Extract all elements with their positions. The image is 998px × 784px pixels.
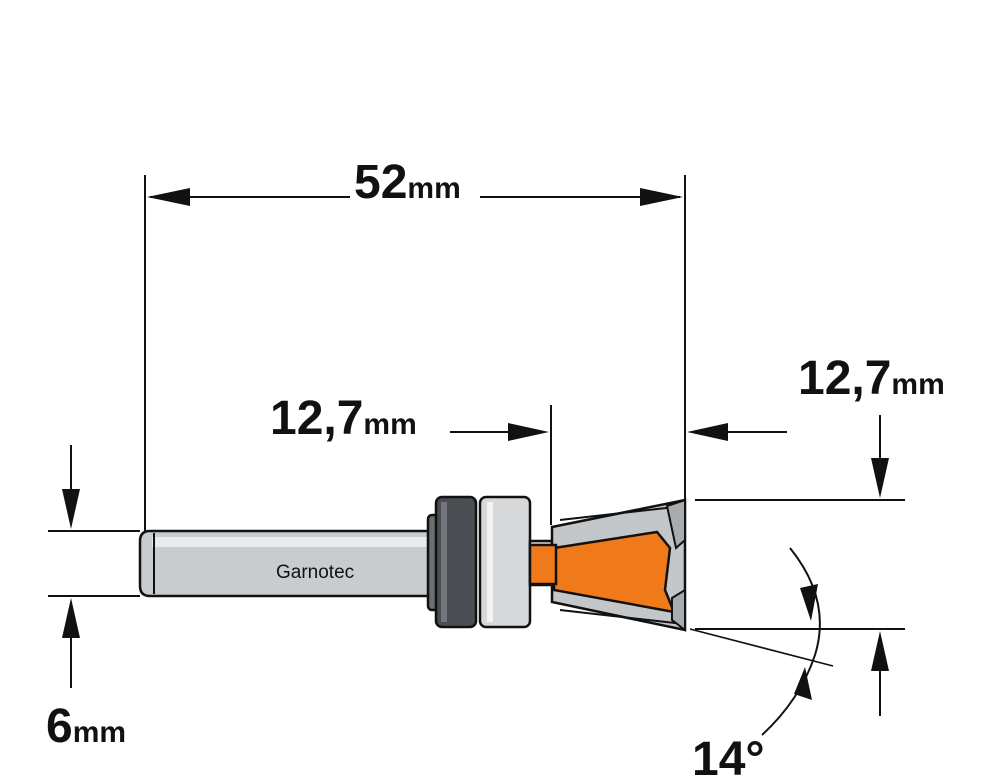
angle-arc (761, 547, 821, 736)
cutter-edge-top (559, 505, 685, 521)
angle-label: 14° (692, 733, 765, 784)
lock-ring (426, 495, 478, 629)
cutter-neck (528, 543, 558, 586)
cutter-orange-body (552, 530, 677, 614)
arrowhead-right (640, 188, 683, 206)
arrowhead-cutting-height (508, 423, 549, 441)
angle-dimension: 14° (689, 547, 834, 784)
bearing-highlight (487, 502, 493, 622)
cutter-tip-bottom (671, 588, 686, 633)
shank: Garnotec (138, 529, 438, 598)
shank-diameter-dimension: 6mm (46, 445, 140, 753)
arrowhead-left (147, 188, 190, 206)
shank-diameter-label: 6mm (46, 700, 126, 753)
angle-reference-line (689, 628, 834, 667)
cutter-head (528, 498, 687, 633)
cutter-edge-bottom (559, 609, 685, 625)
arrowhead-shank-bottom (62, 598, 80, 638)
shank-body (138, 529, 438, 598)
cutting-height-dimension: 12,7mm (270, 392, 787, 525)
arrowhead-angle-top (800, 584, 818, 621)
router-bit: Garnotec (138, 495, 687, 633)
arrowhead-shank-top (62, 489, 80, 529)
arrowhead-diameter-top (871, 458, 889, 498)
total-length-dimension: 52mm (144, 156, 686, 533)
shank-highlight (152, 537, 434, 547)
total-length-label: 52mm (354, 156, 461, 209)
cutting-diameter-dimension: 12,7mm (695, 352, 945, 716)
arrowhead-diameter-bottom (871, 631, 889, 671)
cutting-diameter-label: 12,7mm (798, 352, 945, 405)
lock-ring-highlight (441, 502, 447, 622)
bearing (478, 495, 532, 629)
brand-label: Garnotec (276, 562, 354, 583)
cutting-height-label: 12,7mm (270, 392, 417, 445)
cutter-tip-top (665, 498, 686, 550)
arrowhead-cutting-height-right (687, 423, 728, 441)
arrowhead-angle-bottom (794, 667, 812, 700)
